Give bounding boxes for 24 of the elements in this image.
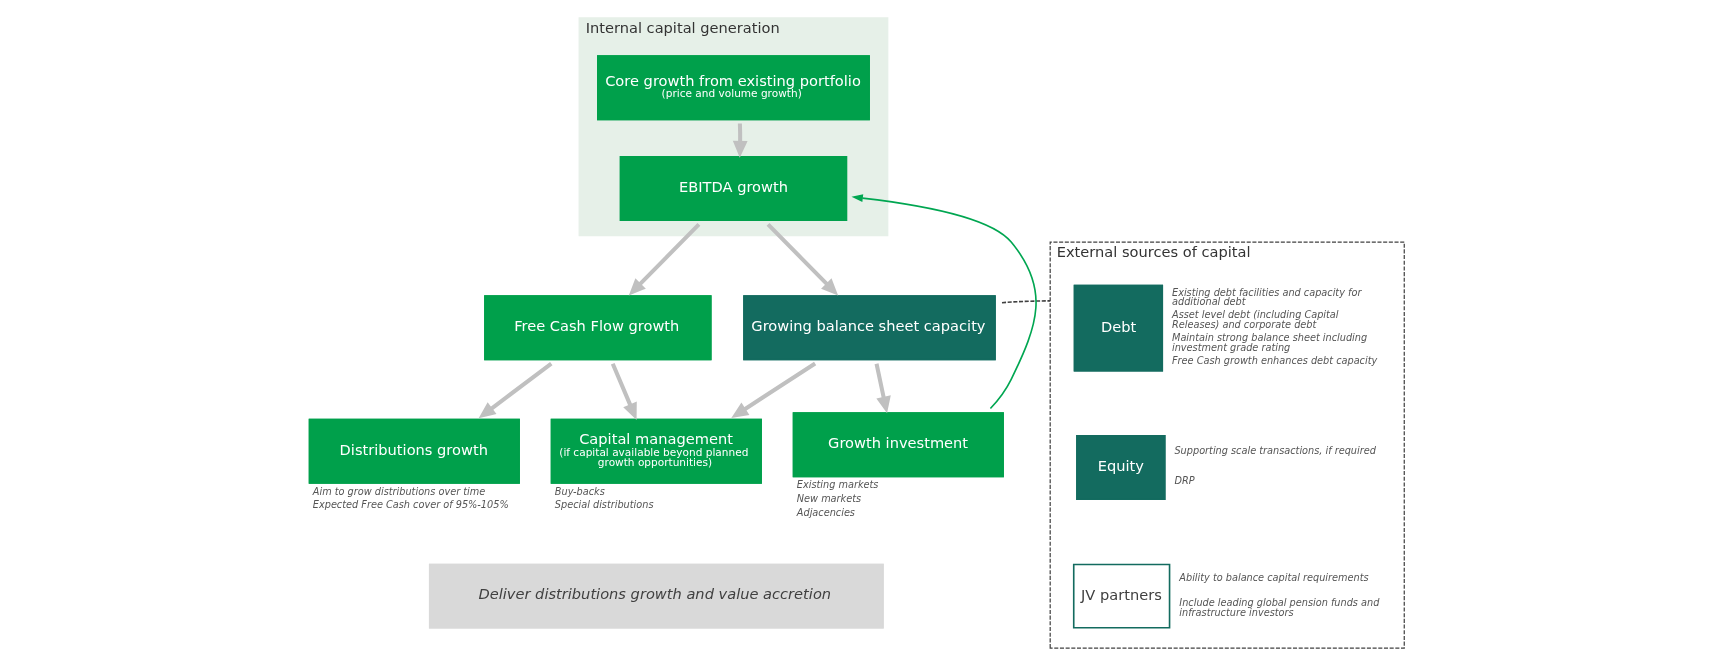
node-label: Maintain strong balance sheet including investment grade rating: [1172, 332, 1368, 353]
node-label: Special distributions: [554, 499, 654, 511]
node-label: New markets: [796, 493, 862, 504]
connector: [1001, 300, 1051, 304]
arrow: [766, 222, 839, 296]
arrow: [478, 361, 553, 419]
arrow: [732, 123, 748, 158]
node-label: DRP: [1174, 475, 1195, 487]
node-label: Existing debt facilities and capacity for additional debt: [1172, 286, 1362, 308]
node-label: Free Cash growth enhances debt capacity: [1172, 354, 1378, 366]
node-label: Existing markets: [796, 479, 879, 491]
node-label: Include leading global pension funds and infrastructure investors: [1179, 597, 1380, 619]
arrow: [731, 361, 817, 418]
node-label: Buy-backs: [554, 485, 605, 497]
node-label: Supporting scale transactions, if required: [1174, 445, 1376, 457]
node-label: Adjacencies: [796, 506, 855, 518]
arrow: [628, 222, 701, 296]
node-label: Expected Free Cash cover of 95%-105%: [312, 499, 509, 511]
arrow: [874, 363, 891, 414]
arrow: [610, 362, 637, 420]
node-label: Asset level debt (including Capital Releases) and corporate debt: [1172, 309, 1339, 331]
node-label: Aim to grow distributions over time: [312, 485, 486, 497]
arrow: [851, 194, 1037, 410]
node-label: Ability to balance capital requirements: [1179, 571, 1369, 583]
